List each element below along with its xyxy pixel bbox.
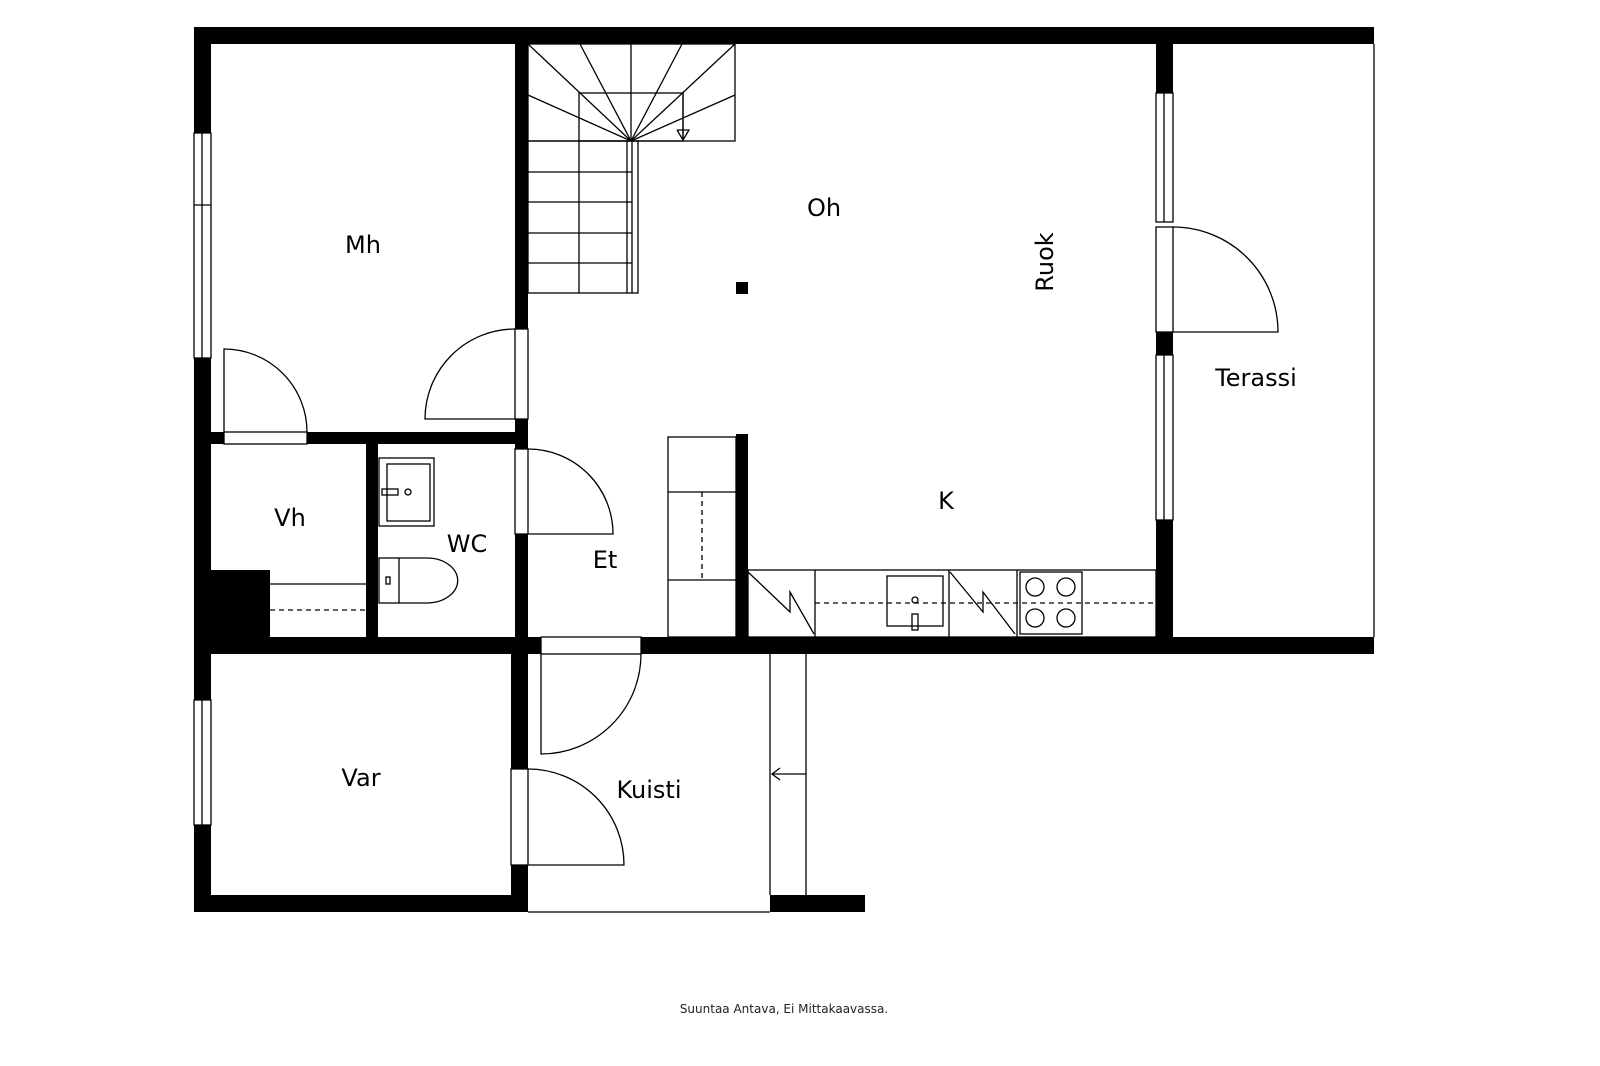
room-label-mh: Mh <box>345 231 381 259</box>
room-label-ruok: Ruok <box>1031 232 1059 292</box>
footer-disclaimer: Suuntaa Antava, Ei Mittakaavassa. <box>679 1002 889 1016</box>
room-label-terassi: Terassi <box>1215 364 1297 392</box>
room-label-k: K <box>938 487 954 515</box>
room-label-var: Var <box>341 764 381 792</box>
room-label-kuisti: Kuisti <box>616 776 682 804</box>
room-label-vh: Vh <box>274 504 306 532</box>
thin-lines <box>193 43 1375 913</box>
room-label-wc: WC <box>446 530 488 558</box>
room-label-oh: Oh <box>806 194 842 222</box>
walls <box>194 27 1374 912</box>
room-label-et: Et <box>592 546 618 574</box>
